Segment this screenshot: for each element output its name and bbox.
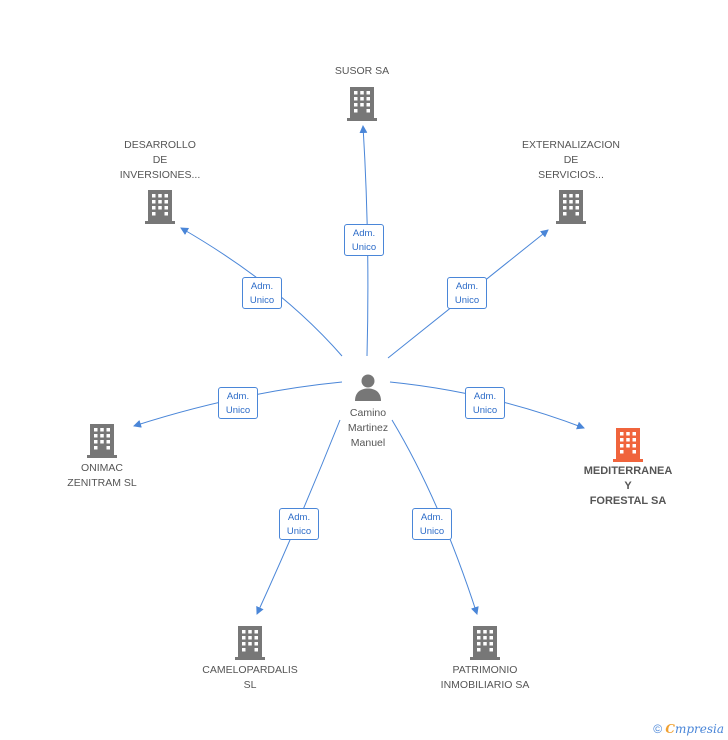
badge-line2: Unico (419, 526, 445, 537)
brand-logo: Cmpresia (665, 722, 724, 736)
role-badge-mediterranea[interactable]: Adm. Unico (465, 387, 505, 419)
building-icon (347, 87, 377, 121)
person-name: Camino Martinez Manuel (347, 407, 389, 449)
company-node-onimac[interactable]: ONIMAC ZENITRAM SL (52, 422, 152, 491)
badge-line2: Unico (225, 405, 251, 416)
company-node-externalizacion[interactable]: EXTERNALIZACION DE SERVICIOS... (506, 138, 636, 224)
badge-line1: Adm. (250, 281, 274, 292)
badge-line2: Unico (351, 242, 377, 253)
building-icon (145, 190, 175, 224)
badge-line1: Adm. (287, 512, 311, 523)
badge-line2: Unico (472, 405, 498, 416)
badge-line2: Unico (286, 526, 312, 537)
role-badge-desarrollo[interactable]: Adm. Unico (242, 277, 282, 309)
building-icon (470, 626, 500, 660)
role-badge-externalizacion[interactable]: Adm. Unico (447, 277, 487, 309)
person-icon (355, 374, 381, 401)
company-name: DESARROLLO DE INVERSIONES... (119, 139, 201, 181)
company-name: PATRIMONIO INMOBILIARIO SA (440, 664, 530, 691)
badge-line1: Adm. (420, 512, 444, 523)
badge-line1: Adm. (473, 391, 497, 402)
company-node-susor[interactable]: SUSOR SA (312, 64, 412, 121)
building-icon (556, 190, 586, 224)
role-badge-patrimonio[interactable]: Adm. Unico (412, 508, 452, 540)
person-node[interactable]: Camino Martinez Manuel (328, 372, 408, 451)
badge-line2: Unico (249, 295, 275, 306)
role-badge-camelopardalis[interactable]: Adm. Unico (279, 508, 319, 540)
building-icon (613, 428, 643, 462)
badge-line1: Adm. (455, 281, 479, 292)
copyright-icon: © (653, 722, 663, 736)
footer-brand[interactable]: © Cmpresia (653, 722, 724, 736)
role-badge-susor[interactable]: Adm. Unico (344, 224, 384, 256)
company-name: EXTERNALIZACION DE SERVICIOS... (521, 139, 621, 181)
building-icon (87, 424, 117, 458)
company-node-desarrollo[interactable]: DESARROLLO DE INVERSIONES... (100, 138, 220, 224)
badge-line1: Adm. (352, 228, 376, 239)
company-node-patrimonio[interactable]: PATRIMONIO INMOBILIARIO SA (425, 624, 545, 693)
company-name: MEDITERRANEA Y FORESTAL SA (583, 465, 673, 507)
badge-line1: Adm. (226, 391, 250, 402)
company-name: CAMELOPARDALIS SL (202, 664, 298, 691)
company-node-mediterranea[interactable]: MEDITERRANEA Y FORESTAL SA (572, 426, 684, 509)
company-name: SUSOR SA (334, 65, 390, 77)
badge-line2: Unico (454, 295, 480, 306)
company-name: ONIMAC ZENITRAM SL (67, 462, 137, 489)
company-node-camelopardalis[interactable]: CAMELOPARDALIS SL (194, 624, 306, 693)
building-icon (235, 626, 265, 660)
role-badge-onimac[interactable]: Adm. Unico (218, 387, 258, 419)
